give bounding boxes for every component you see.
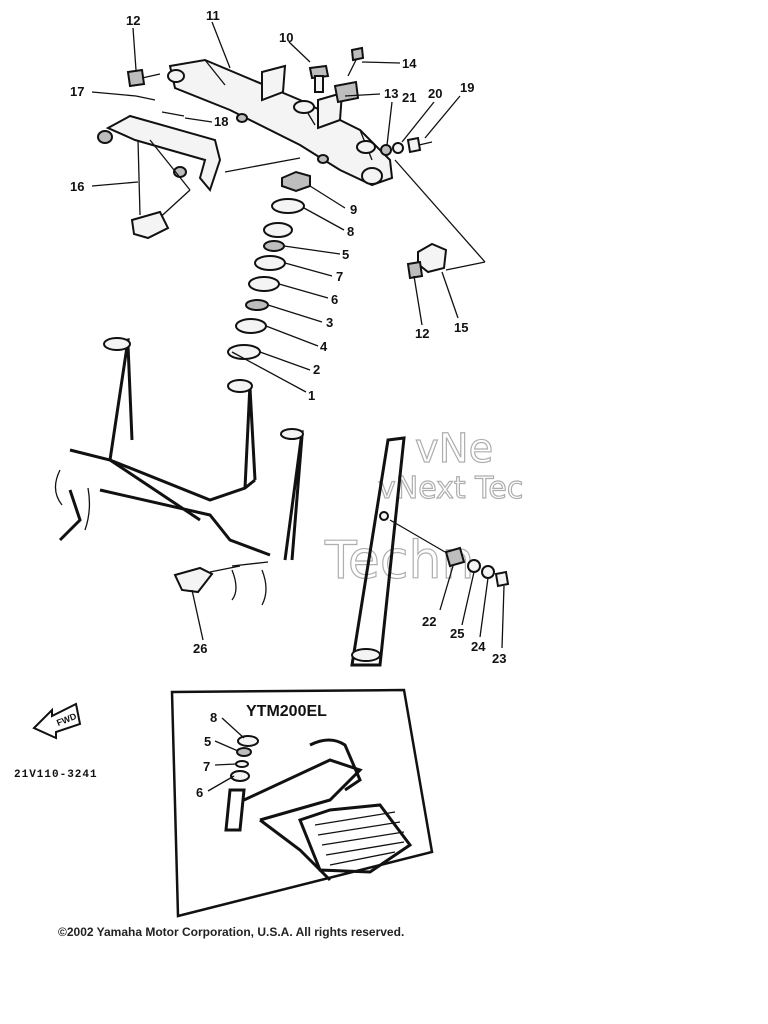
callout-2: 2	[313, 362, 320, 377]
bolt-set-22-25	[444, 546, 510, 588]
callout-20: 20	[428, 86, 442, 101]
inset-callout-5: 5	[204, 734, 211, 749]
callout-1: 1	[308, 388, 315, 403]
steering-bearing-stack	[227, 198, 305, 360]
inset-callout-6: 6	[196, 785, 203, 800]
callout-26: 26	[193, 641, 207, 656]
watermark-line3: vNe	[415, 426, 493, 472]
callout-17: 17	[70, 84, 84, 99]
bolt-10	[308, 64, 330, 93]
handlebar	[167, 58, 394, 187]
callout-11: 11	[206, 8, 220, 23]
copyright-notice: ©2002 Yamaha Motor Corporation, U.S.A. A…	[58, 925, 404, 939]
watermark-line1: vNext Tec	[378, 471, 523, 506]
callout-6: 6	[331, 292, 338, 307]
bracket-26	[173, 566, 214, 594]
callout-25: 25	[450, 626, 464, 641]
callouts: 12 11 10 14 13 21 20 19 17 18 16 9 8 5 7…	[70, 8, 506, 666]
callout-18: 18	[214, 114, 228, 129]
inset-callout-8: 8	[210, 710, 217, 725]
callout-9: 9	[350, 202, 357, 217]
callout-21: 21	[402, 90, 416, 105]
callout-14: 14	[402, 56, 417, 71]
bolt-washer-set-19-21	[380, 136, 433, 156]
callout-24: 24	[471, 639, 486, 654]
callout-8: 8	[347, 224, 354, 239]
callout-16: 16	[70, 179, 84, 194]
steering-column	[350, 436, 406, 667]
callout-4: 4	[320, 339, 328, 354]
main-frame	[54, 337, 304, 606]
inset-title: YTM200EL	[246, 703, 327, 720]
clip-17	[135, 95, 156, 101]
callout-10: 10	[279, 30, 293, 45]
callout-22: 22	[422, 614, 436, 629]
inset-callout-7: 7	[203, 759, 210, 774]
callout-12-bottom: 12	[415, 326, 429, 341]
nut-9	[281, 170, 311, 193]
callout-15: 15	[454, 320, 468, 335]
leader-lines	[91, 21, 505, 649]
inset-ytm200el: YTM200EL 8 5 7 6	[170, 688, 434, 918]
watermark: vNe vNext Tec Techn	[323, 425, 524, 591]
callout-23: 23	[492, 651, 506, 666]
callout-13: 13	[384, 86, 398, 101]
callout-3: 3	[326, 315, 333, 330]
bolt-12-top	[126, 68, 161, 88]
reference-code: 21V110-3241	[14, 769, 98, 781]
callout-5: 5	[342, 247, 349, 262]
callout-19: 19	[460, 80, 474, 95]
throttle-lever-assembly	[97, 114, 222, 240]
bolt-14	[347, 46, 365, 77]
clip-18	[161, 111, 185, 117]
forward-arrow-icon: FWD	[32, 702, 82, 740]
bracket-15	[406, 242, 448, 280]
callout-7: 7	[336, 269, 343, 284]
callout-12-top: 12	[126, 13, 140, 28]
